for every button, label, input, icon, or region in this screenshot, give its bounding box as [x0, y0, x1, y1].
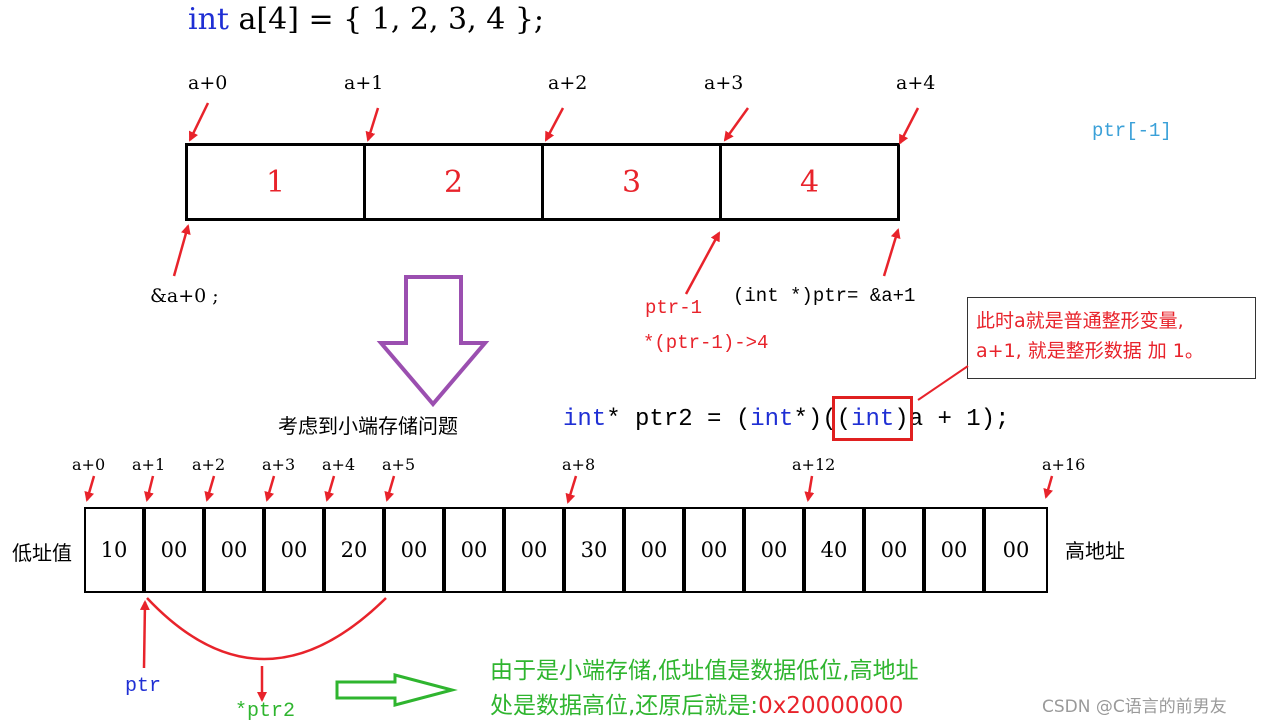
ptr2-deref-label: *ptr2	[235, 700, 296, 723]
code-part: *)((	[793, 406, 852, 433]
mem-addr-label: a+1	[132, 455, 166, 474]
note-box: 此时a就是普通整形变量, a+1, 就是整形数据 加 1。	[967, 297, 1256, 379]
int-keyword: int	[750, 406, 794, 433]
mem-addr-label: a+5	[382, 455, 416, 474]
conclusion-line: 处是数据高位,还原后就是:0x20000000	[490, 686, 903, 720]
down-arrow-icon	[376, 275, 490, 408]
top-addr-label: a+2	[548, 72, 588, 94]
memory-byte-cell: 00	[864, 507, 924, 593]
deref-ptr-label: *(ptr-1)->4	[643, 332, 769, 354]
memory-byte-cell: 20	[324, 507, 384, 593]
memory-byte-cell: 00	[624, 507, 684, 593]
pointer-arrow	[84, 475, 96, 502]
watermark: CSDN @C语言的前男友	[1042, 697, 1227, 717]
memory-byte-cell: 00	[264, 507, 324, 593]
top-addr-label: a+1	[344, 72, 384, 94]
mem-addr-label: a+16	[1042, 455, 1086, 474]
code-part: * ptr2 = (	[606, 406, 751, 433]
mem-addr-label: a+3	[262, 455, 296, 474]
pointer-arrow	[898, 107, 920, 145]
pointer-arrow	[172, 224, 191, 277]
pointer-arrow	[204, 475, 216, 502]
array-declaration: int a[4] = { 1, 2, 3, 4 };	[188, 2, 544, 37]
memory-byte-cell: 00	[984, 507, 1048, 593]
declaration-rest: a[4] = { 1, 2, 3, 4 };	[228, 2, 545, 37]
ptr2-span-curve	[146, 597, 387, 661]
top-addr-label: a+3	[704, 72, 744, 94]
pointer-arrow	[544, 107, 565, 142]
memory-byte-cell: 00	[444, 507, 504, 593]
memory-byte-cell: 30	[564, 507, 624, 593]
ptr2-code: int* ptr2 = (int*)((int)a + 1);	[563, 406, 1010, 433]
pointer-arrow	[144, 475, 155, 502]
amp-a0-label: &a+0 ;	[150, 285, 219, 307]
pointer-arrow	[365, 107, 380, 142]
note-line: 此时a就是普通整形变量,	[976, 310, 1184, 332]
ptr-arrow	[139, 600, 150, 669]
top-addr-label: a+0	[188, 72, 228, 94]
pointer-arrow	[384, 475, 396, 502]
ptr-assign-label: (int *)ptr= &a+1	[733, 285, 916, 307]
mem-addr-label: a+8	[562, 455, 596, 474]
pointer-arrow	[723, 107, 750, 142]
memory-byte-cell: 00	[204, 507, 264, 593]
code-part: )a + 1);	[894, 406, 1010, 433]
int-keyword: int	[851, 406, 895, 433]
pointer-arrow	[804, 475, 815, 502]
memory-byte-cell: 00	[384, 507, 444, 593]
high-address-label: 高地址	[1065, 539, 1125, 563]
memory-byte-cell: 00	[924, 507, 984, 593]
memory-byte-cell: 00	[144, 507, 204, 593]
mem-addr-label: a+12	[792, 455, 836, 474]
low-address-label: 低址值	[12, 541, 72, 565]
note-line: a+1, 就是整形数据 加 1。	[976, 340, 1204, 362]
ptr-minus1-index-label: ptr[-1]	[1092, 120, 1172, 142]
memory-byte-cell: 40	[804, 507, 864, 593]
pointer-arrow	[882, 228, 901, 277]
top-addr-label: a+4	[896, 72, 936, 94]
note-connector	[917, 365, 969, 401]
conclusion-text: 处是数据高位,还原后就是:	[490, 693, 759, 719]
int-keyword: int	[188, 2, 229, 37]
int-keyword: int	[563, 406, 607, 433]
mem-addr-label: a+2	[192, 455, 226, 474]
pointer-arrow	[324, 475, 336, 502]
conclusion-value: 0x20000000	[758, 693, 904, 719]
pointer-arrow	[684, 231, 721, 295]
memory-byte-cell: 00	[744, 507, 804, 593]
mem-addr-label: a+4	[322, 455, 356, 474]
right-arrow-icon	[335, 673, 458, 707]
transition-label: 考虑到小端存储问题	[278, 414, 458, 438]
int-cast-highlight-box	[832, 396, 913, 441]
mem-addr-label: a+0	[72, 455, 106, 474]
array-cell: 4	[719, 143, 900, 221]
pointer-arrow	[1043, 475, 1054, 499]
pointer-arrow	[264, 475, 276, 502]
memory-byte-cell: 10	[84, 507, 144, 593]
conclusion-line: 由于是小端存储,低址值是数据低位,高地址	[490, 658, 919, 684]
pointer-arrow	[188, 102, 210, 142]
memory-byte-cell: 00	[684, 507, 744, 593]
memory-byte-cell: 00	[504, 507, 564, 593]
pointer-arrow	[565, 475, 578, 504]
ptr-label: ptr	[125, 675, 162, 698]
ptr-minus1-label: ptr-1	[645, 297, 703, 319]
